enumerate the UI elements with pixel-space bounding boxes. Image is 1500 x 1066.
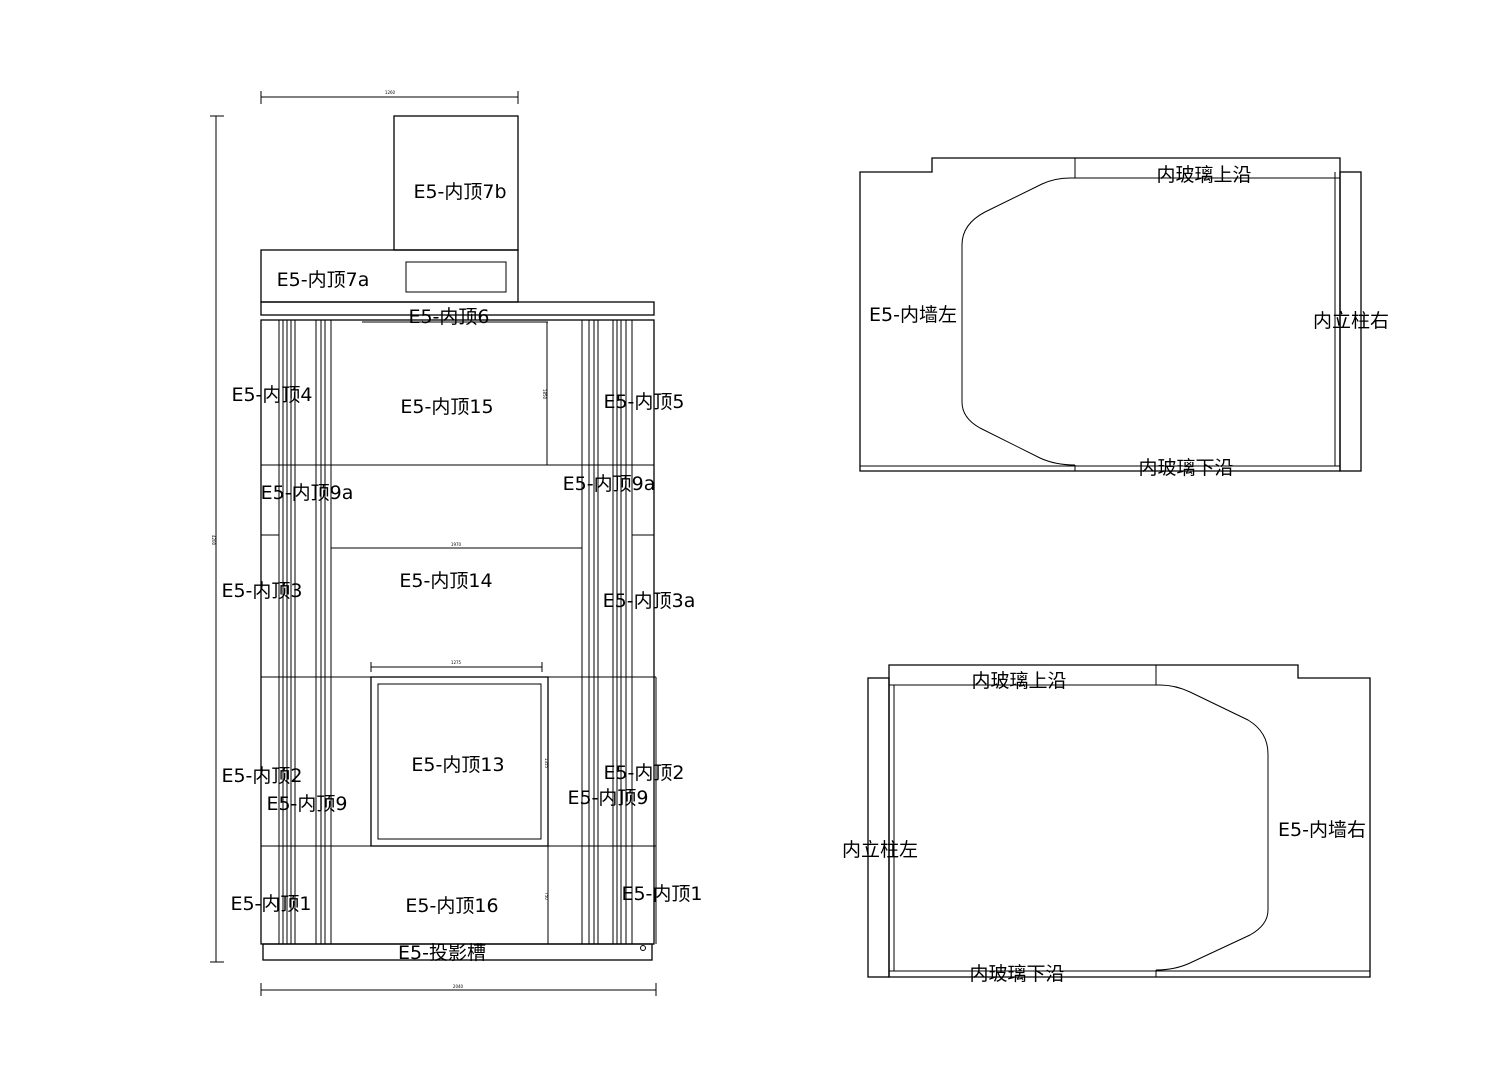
right-wall-label: E5-内墙右 — [1278, 819, 1366, 841]
projection-slot-label: E5-投影槽 — [398, 942, 486, 964]
panel-7a-label: E5-内顶7a — [277, 269, 370, 291]
left-wall-top-edge-label: 内玻璃上沿 — [1156, 164, 1251, 186]
panel-2-left-label: E5-内顶2 — [221, 765, 302, 787]
left-dimension: 4200 — [210, 115, 224, 963]
panel-16-label: E5-内顶16 — [405, 895, 498, 917]
right-wall-pillar-label: 内立柱左 — [842, 839, 918, 861]
left-dimension-value: 4200 — [211, 535, 216, 546]
top-dimension-value: 1260 — [385, 90, 396, 95]
panel-9a-left-label: E5-内顶9a — [261, 482, 354, 504]
right-wall-bottom-edge-label: 内玻璃下沿 — [969, 963, 1064, 985]
panel-7a-opening — [405, 261, 507, 293]
bottom-dimension-value: 2040 — [453, 984, 464, 989]
left-column-rails — [278, 320, 332, 944]
panel-14-label: E5-内顶14 — [399, 570, 492, 592]
panel-9-right-label: E5-内顶9 — [567, 787, 648, 809]
right-column-rails — [581, 320, 633, 944]
panel-15-label: E5-内顶15 — [400, 396, 493, 418]
panel-4-label: E5-内顶4 — [231, 384, 312, 406]
ceiling-plan: 1260 4200 2040 — [210, 90, 703, 996]
panel-13-label: E5-内顶13 — [411, 754, 504, 776]
panel-7b-label: E5-内顶7b — [413, 181, 506, 203]
left-wall-label: E5-内墙左 — [869, 304, 957, 326]
left-wall-outline — [859, 157, 1341, 472]
panel-5-label: E5-内顶5 — [603, 391, 684, 413]
panel-14-dimension-value: 1970 — [451, 542, 462, 547]
left-wall-elevation: 内玻璃上沿 内玻璃下沿 E5-内墙左 内立柱右 — [859, 157, 1389, 479]
panel-9a-right-label: E5-内顶9a — [563, 473, 656, 495]
panel-13-height-value: 1355 — [544, 758, 549, 769]
panel-1-left-label: E5-内顶1 — [230, 893, 311, 915]
panel-6 — [260, 301, 655, 316]
panel-13-dimension-value: 1275 — [451, 660, 462, 665]
right-wall-left-pillar — [867, 677, 890, 978]
panel-3a-label: E5-内顶3a — [603, 590, 696, 612]
panel-1-right-label: E5-内顶1 — [621, 883, 702, 905]
panel-15-dimension-value: 1850 — [542, 389, 547, 400]
panel-6-label: E5-内顶6 — [408, 306, 489, 328]
left-wall-bottom-edge-label: 内玻璃下沿 — [1138, 457, 1233, 479]
right-wall-top-edge-label: 内玻璃上沿 — [971, 670, 1066, 692]
left-wall-window-opening — [961, 177, 1076, 466]
right-wall-elevation: 内玻璃上沿 内玻璃下沿 E5-内墙右 内立柱左 — [842, 664, 1371, 985]
panel-2-right-label: E5-内顶2 — [603, 762, 684, 784]
left-wall-right-pillar — [1339, 171, 1362, 472]
right-wall-window-opening — [1155, 684, 1269, 971]
projection-slot — [262, 943, 653, 961]
bottom-dimension: 2040 — [260, 983, 657, 996]
top-dimension: 1260 — [260, 90, 519, 104]
panel-3-label: E5-内顶3 — [221, 580, 302, 602]
panel-16-dimension-value: 750 — [544, 892, 549, 900]
left-wall-pillar-label: 内立柱右 — [1313, 310, 1389, 332]
panel-9-left-label: E5-内顶9 — [266, 793, 347, 815]
